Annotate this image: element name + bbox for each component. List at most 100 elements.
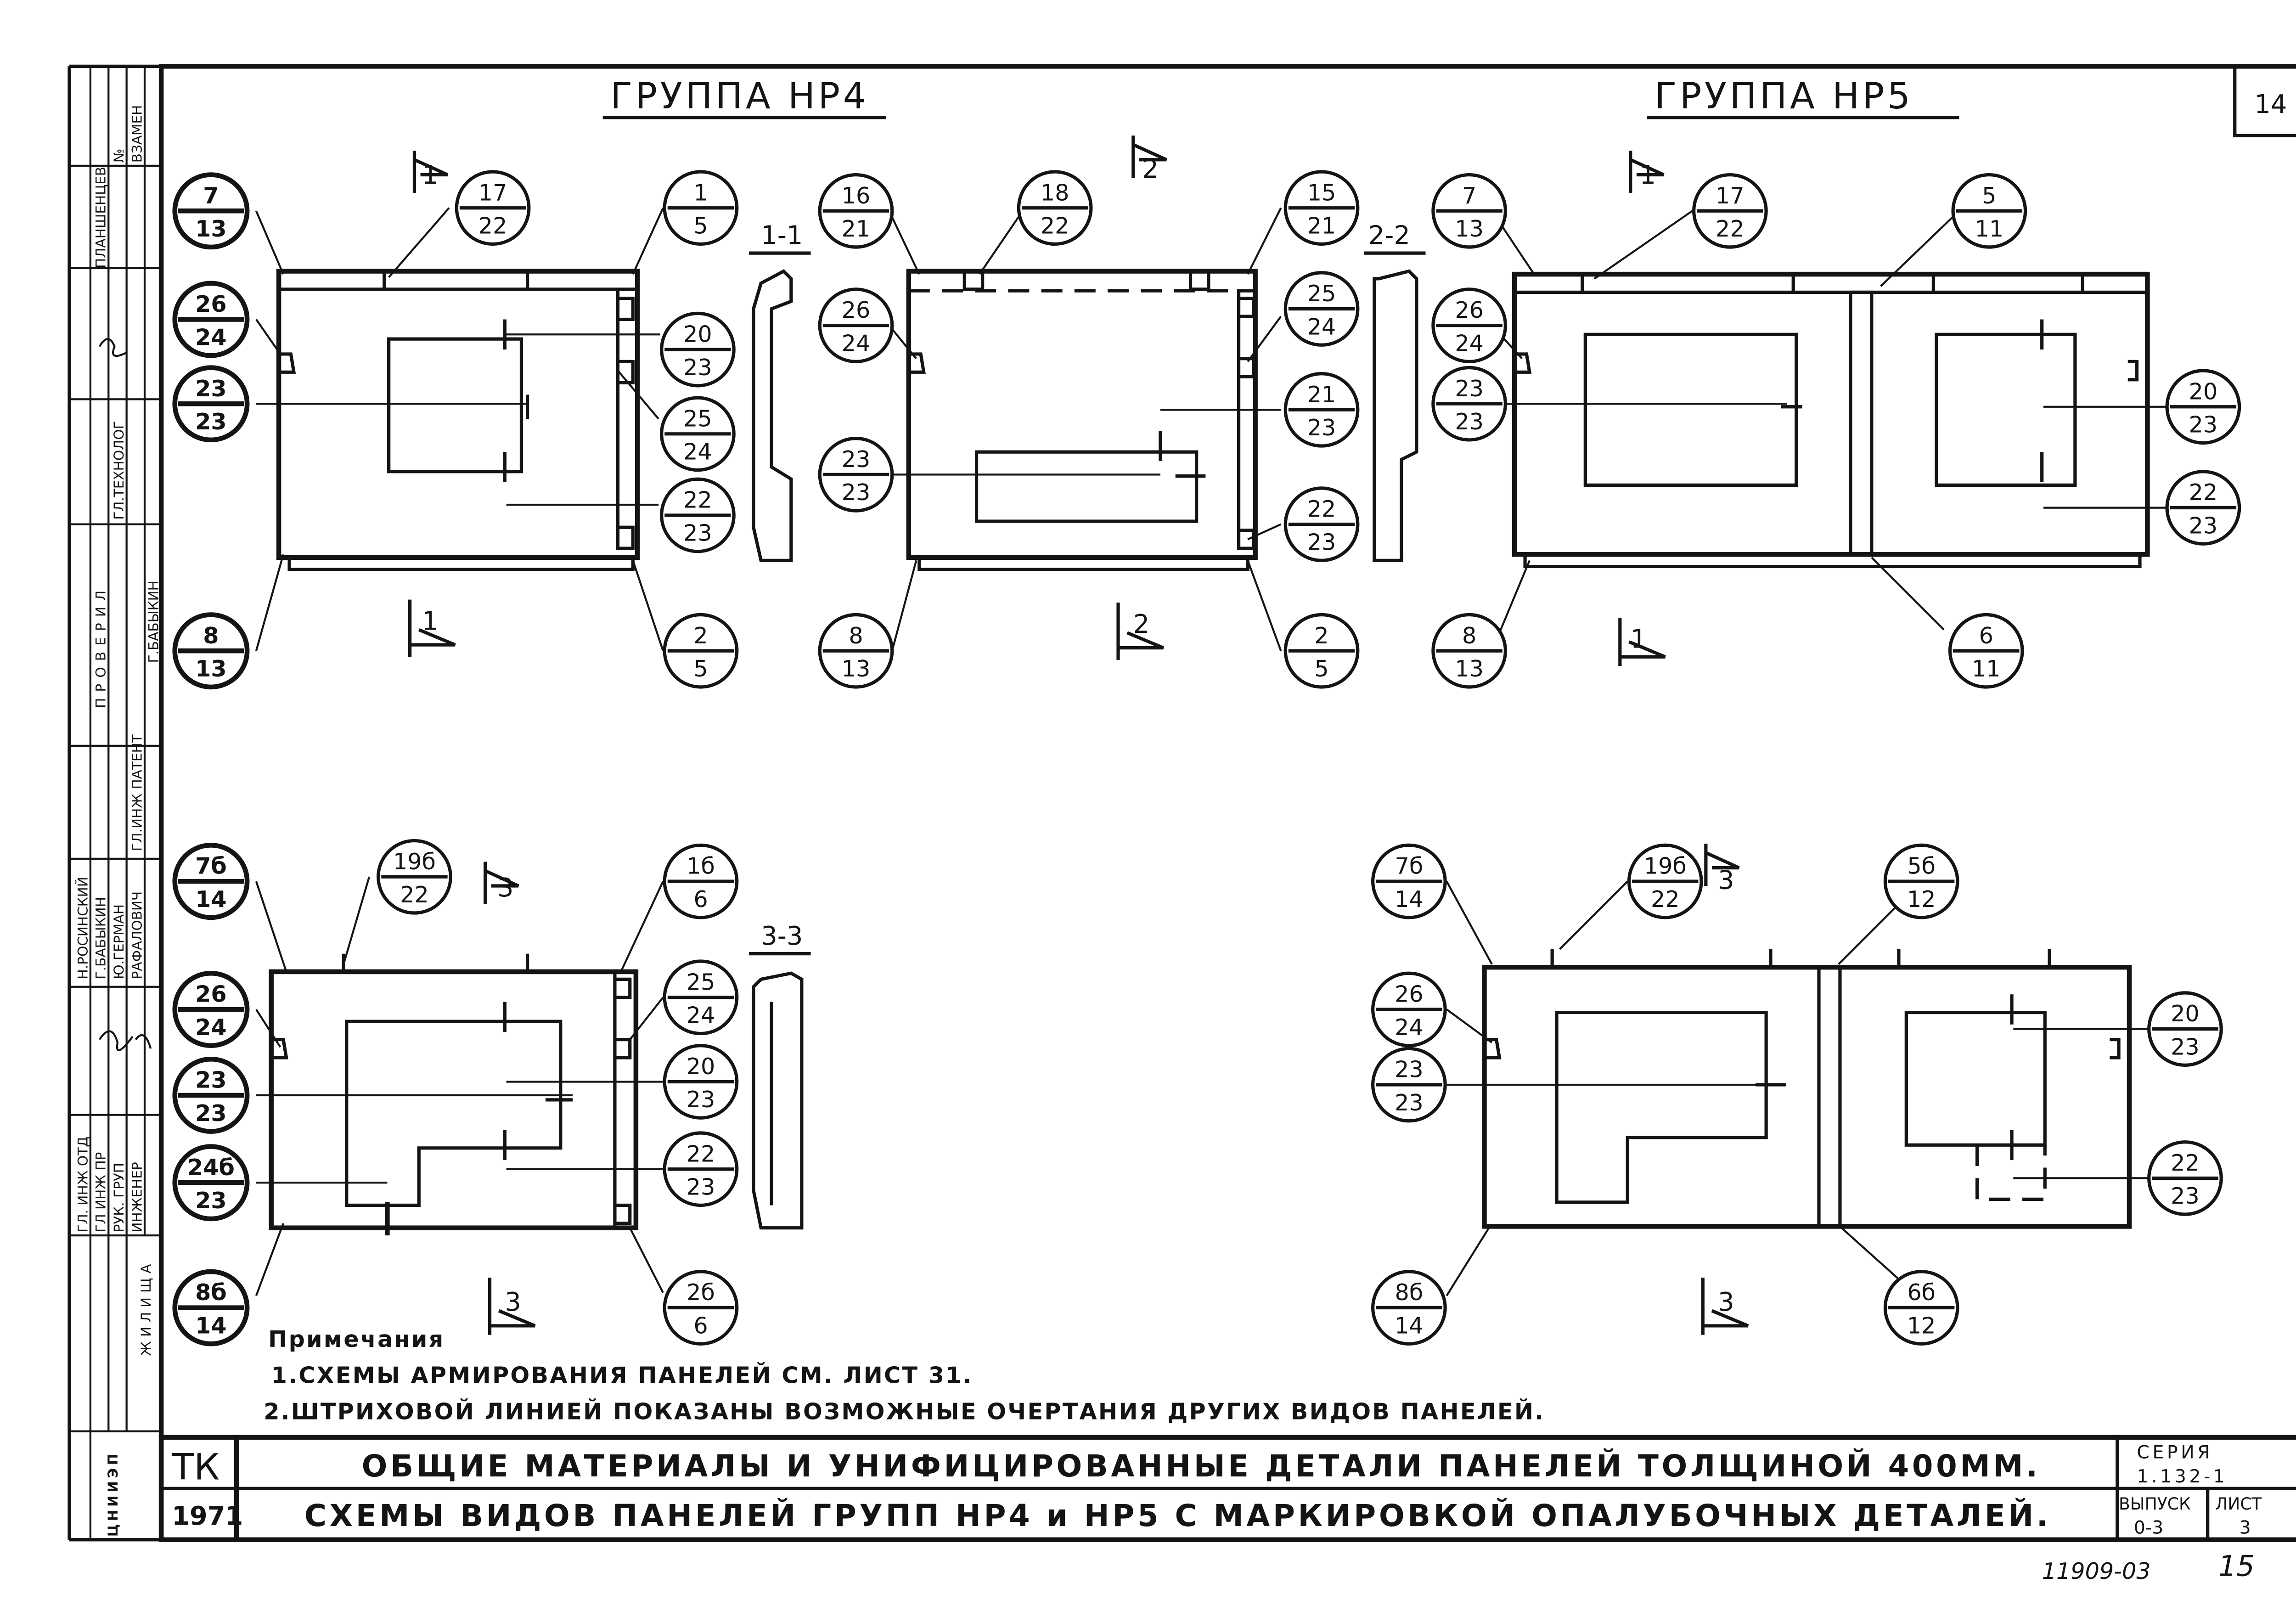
stamp-top-label-2: ВЗАМЕН [129, 105, 145, 163]
bubble-sheet-ref: 23 [683, 520, 712, 546]
stamp-role-2: ГЛ ИНЖ ПР [93, 1152, 109, 1233]
panel-hr4-top [276, 269, 640, 571]
bubble-sheet-ref: 23 [1307, 529, 1336, 555]
leader-lines [255, 207, 2185, 1296]
bubble-mark-number: 22 [683, 487, 712, 513]
bubble-mark-number: 26 [1455, 297, 1484, 323]
bubble-sheet-ref: 24 [842, 330, 871, 356]
stamp-role-1: ГЛ. ИНЖ ОТД [75, 1137, 90, 1233]
bubble-mark-number: 26 [195, 981, 226, 1008]
bubble-sheet-ref: 12 [1907, 886, 1936, 913]
bubble-mark-number: 7 [203, 182, 219, 209]
bubble-sheet-ref: 23 [1395, 1089, 1424, 1116]
bubble-sheet-ref: 22 [1716, 215, 1745, 242]
bubble-sheet-ref: 13 [195, 655, 226, 682]
bubble-mark-number: 8б [195, 1279, 227, 1306]
stamp-top-label-1: ПЛАНШЕНЦЕВ [93, 167, 109, 268]
sheet-label: ЛИСТ [2215, 1494, 2262, 1514]
bubble-sheet-ref: 21 [842, 215, 871, 242]
sheet-value: 3 [2240, 1517, 2251, 1538]
mark-bubble: 15 [663, 170, 739, 246]
bubble-sheet-ref: 13 [842, 655, 871, 682]
bubble-mark-number: 26 [842, 297, 871, 323]
mark-bubble: 25 [663, 613, 739, 689]
mark-bubble: 713 [172, 172, 250, 250]
bubble-sheet-ref: 13 [1455, 655, 1484, 682]
bubble-sheet-ref: 24 [1395, 1014, 1424, 1041]
bubble-sheet-ref: 23 [1455, 408, 1484, 435]
stamp-checked: ПРОВЕРИЛ [93, 585, 109, 708]
stamp-name-1: Н.РОСИНСКИЙ [74, 877, 90, 979]
bubble-mark-number: 7 [1462, 182, 1476, 209]
bubble-sheet-ref: 23 [2189, 512, 2218, 539]
group-title-hr5: ГРУППА НР5 [1654, 75, 1913, 117]
bubble-mark-number: 17 [1716, 182, 1745, 209]
section-label-3-3: 3-3 [761, 921, 803, 951]
bubble-mark-number: 8 [203, 622, 219, 649]
bubble-mark-number: 8б [1395, 1279, 1424, 1306]
panel-hr5-top [1512, 271, 2150, 569]
bubble-mark-number: 2 [693, 622, 708, 649]
bubble-sheet-ref: 23 [195, 1100, 226, 1127]
bubble-sheet-ref: 22 [1651, 886, 1680, 913]
cut-mark-2-bottom: 2 [1133, 609, 1149, 639]
mark-bubble: 611 [1948, 613, 2024, 689]
stamp-upper-role-1: ГЛ.ТЕХНОЛОГ [111, 421, 127, 519]
bubble-sheet-ref: 24 [1455, 330, 1484, 356]
bubble-mark-number: 2б [687, 1279, 715, 1306]
cut-mark-1-top-a: 1 [422, 160, 438, 190]
bubble-mark-number: 5б [1907, 853, 1936, 879]
bubble-mark-number: 20 [683, 321, 712, 348]
bubble-mark-number: 20 [2189, 378, 2218, 405]
page-number: 15 [2218, 1549, 2255, 1583]
bubble-sheet-ref: 22 [1041, 213, 1069, 239]
cut-mark-1-bottom-b: 1 [1631, 625, 1647, 654]
bubble-mark-number: 15 [1307, 179, 1336, 206]
title-block: ТК 1971 ОБЩИЕ МАТЕРИАЛЫ И УНИФИЦИРОВАННЫ… [158, 1435, 2296, 1543]
mark-bubble: 713 [1431, 173, 1508, 249]
year: 1971 [172, 1501, 243, 1531]
bubble-mark-number: 23 [195, 1067, 226, 1093]
bubble-mark-number: 1 [693, 179, 708, 206]
mark-bubble: 813 [172, 612, 250, 690]
stamp-role-3: РУК. ГРУП [111, 1163, 127, 1232]
section-label-2-2: 2-2 [1368, 220, 1410, 250]
bubble-sheet-ref: 23 [683, 354, 712, 381]
stamp-top-label-3: № [111, 149, 127, 163]
bubble-sheet-ref: 14 [1395, 1312, 1424, 1339]
tk-code: ТК [171, 1446, 219, 1488]
bubble-sheet-ref: 11 [1972, 655, 2001, 682]
bubble-sheet-ref: 23 [842, 479, 871, 506]
bubble-mark-number: 17 [478, 179, 507, 206]
bubble-mark-number: 19б [393, 848, 436, 875]
stamp-upper-name-1: Г.БАБЫКИН [146, 580, 162, 663]
bubble-mark-number: 24б [187, 1154, 235, 1181]
bubble-mark-number: 22 [1307, 496, 1336, 522]
org-word: ЖИЛИЩА [138, 1260, 154, 1356]
bubble-sheet-ref: 24 [195, 324, 226, 350]
note-1: 1.СХЕМЫ АРМИРОВАНИЯ ПАНЕЛЕЙ СМ. ЛИСТ 31. [271, 1362, 973, 1389]
bubble-sheet-ref: 6 [693, 886, 708, 913]
cut-mark-2-top: 2 [1142, 154, 1159, 184]
bubble-mark-number: 23 [842, 446, 871, 473]
